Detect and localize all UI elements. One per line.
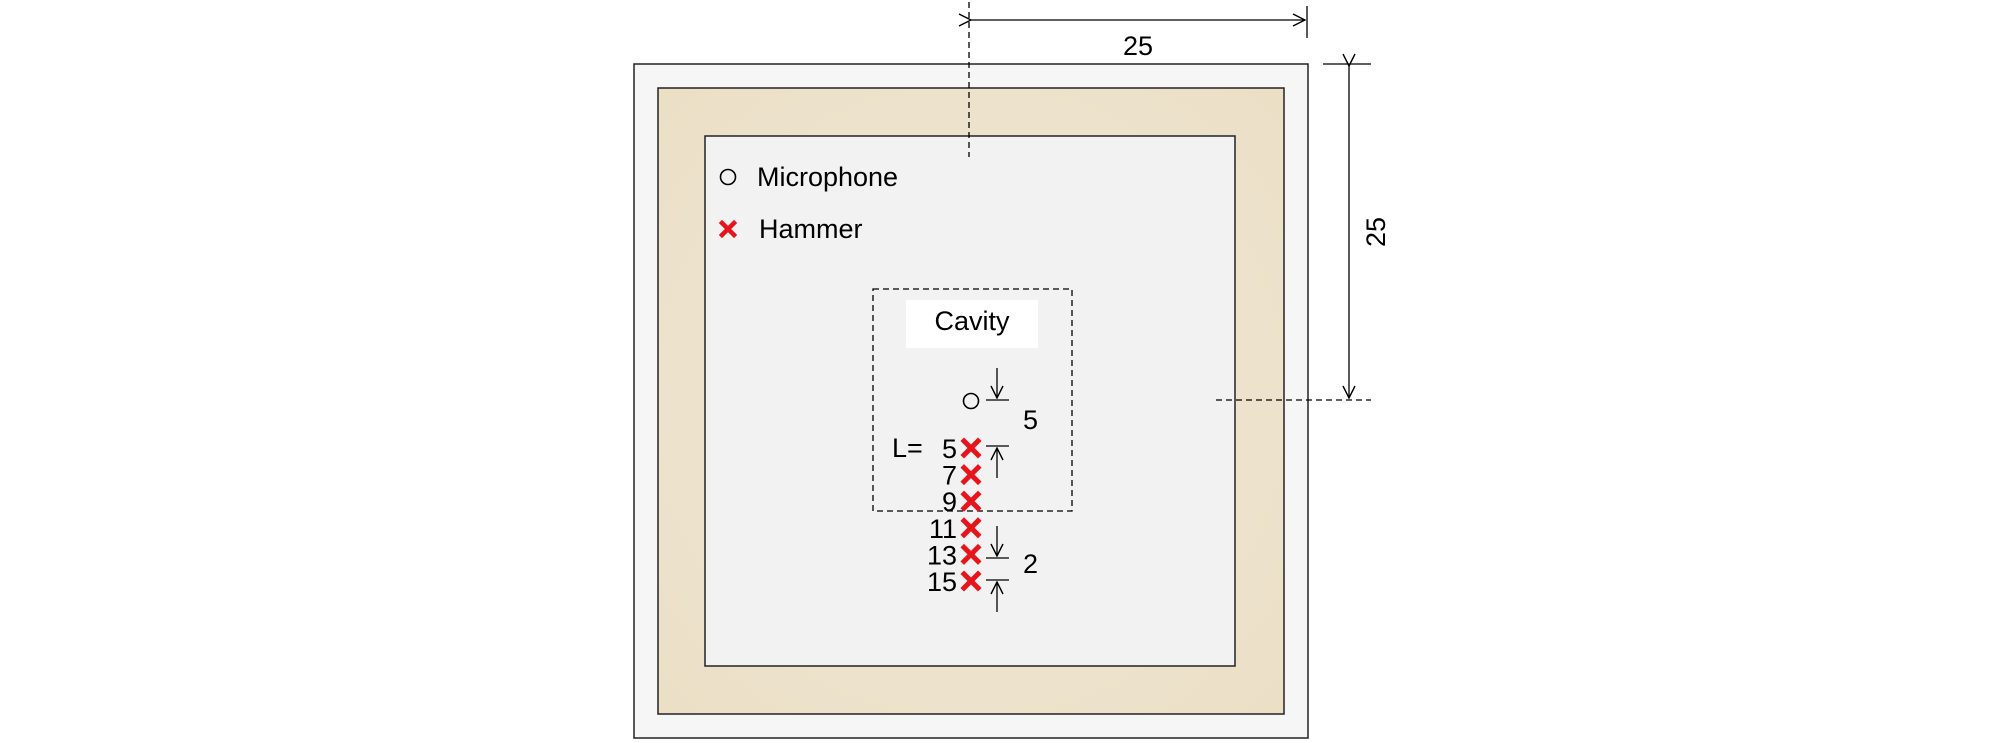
circle-icon xyxy=(719,168,737,186)
right-dimension-label: 25 xyxy=(1361,217,1391,247)
cavity-label-box xyxy=(906,300,1038,348)
cavity-boundary xyxy=(872,288,1073,512)
hammer-marker xyxy=(960,570,982,592)
hammer-spacing-dimension: 2 xyxy=(986,526,1038,612)
hammer-marker xyxy=(960,543,982,565)
hammer-spacing-label: 2 xyxy=(1023,549,1038,579)
mic-spacing-label: 5 xyxy=(1023,405,1038,435)
hammer-position-label: 13 xyxy=(927,540,957,570)
hammer-position-label: 9 xyxy=(942,487,957,517)
hammer-position-label: 5 xyxy=(942,434,957,464)
legend-microphone-label: Microphone xyxy=(757,162,898,192)
hammer-position-label: 11 xyxy=(929,514,957,544)
legend: Microphone Hammer xyxy=(718,162,898,244)
legend-hammer-label: Hammer xyxy=(759,214,863,244)
mic-spacing-dimension: 5 xyxy=(986,368,1038,478)
red-cross-icon xyxy=(718,219,738,239)
hammer-position-prefix: L= xyxy=(892,433,923,463)
cavity-label: Cavity xyxy=(934,306,1010,336)
hammer-marker xyxy=(960,464,982,486)
hammer-marker xyxy=(960,437,982,459)
top-dimension: 25 xyxy=(969,2,1308,157)
hammer-position-label: 7 xyxy=(942,461,957,491)
top-dimension-label: 25 xyxy=(1123,31,1153,61)
hammer-marker xyxy=(960,517,982,539)
right-dimension: 25 xyxy=(1216,64,1391,401)
hammer-position-label: 15 xyxy=(927,567,957,597)
microphone-marker xyxy=(962,392,980,410)
hammer-marker xyxy=(960,490,982,512)
inner-panel xyxy=(704,135,1236,667)
